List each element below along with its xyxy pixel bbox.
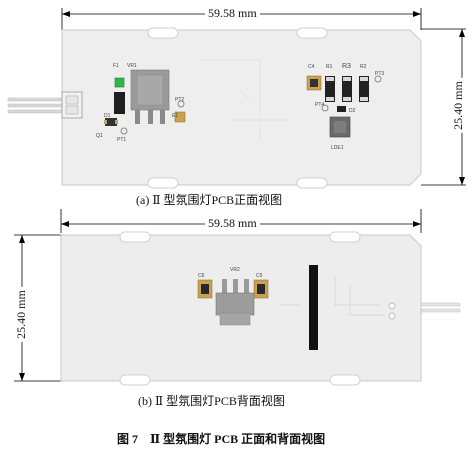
label-q1: Q1 xyxy=(96,133,103,139)
label-r1: R1 xyxy=(326,64,333,70)
label-pt1: PT1 xyxy=(117,137,126,143)
label-c4: C4 xyxy=(308,64,315,70)
front-height-dimension: 25.40 mm xyxy=(450,78,466,133)
front-pcb-drawing: F1 VR1 PT2 E1 D1 Q1 PT1 C4 R1 R3 R2 PT3 … xyxy=(7,8,466,189)
label-pt4: PT4 xyxy=(315,102,324,108)
label-f1: F1 xyxy=(113,63,119,69)
back-view-caption: (b) Ⅱ 型氛围灯PCB背面视图 xyxy=(138,394,285,408)
label-lde1: LDE1 xyxy=(331,145,344,151)
label-c5: C5 xyxy=(256,273,263,279)
label-pt2: PT2 xyxy=(175,97,184,103)
label-pt3: PT3 xyxy=(375,71,384,77)
label-vr1: VR1 xyxy=(127,63,137,69)
label-vr2: VR2 xyxy=(230,267,240,273)
label-r3: R3 xyxy=(342,63,351,70)
front-width-dimension: 59.58 mm xyxy=(205,6,260,21)
label-r2: R2 xyxy=(360,64,367,70)
back-height-dimension: 25.40 mm xyxy=(13,287,29,342)
back-width-dimension: 59.58 mm xyxy=(205,216,260,231)
back-pcb-drawing: C6 VR2 C5 xyxy=(14,209,461,386)
front-view-caption: (a) Ⅱ 型氛围灯PCB正面视图 xyxy=(136,193,283,207)
label-e1: E1 xyxy=(172,113,178,119)
label-d1: D1 xyxy=(104,113,111,119)
figure-caption: 图 7 Ⅱ 型氛围灯 PCB 正面和背面视图 xyxy=(117,432,326,446)
label-c6: C6 xyxy=(198,273,205,279)
label-d2: D2 xyxy=(349,108,356,114)
